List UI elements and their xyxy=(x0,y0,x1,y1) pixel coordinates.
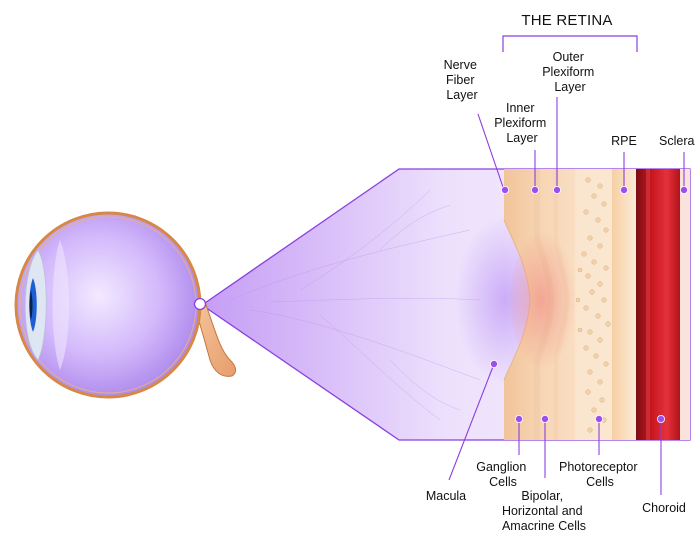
rpe-layer xyxy=(612,169,636,440)
photoreceptor-dot xyxy=(595,415,602,422)
magnifier-circle xyxy=(195,299,206,310)
choroid-dot xyxy=(657,415,664,422)
label-photoreceptor-cells: Photoreceptor Cells xyxy=(559,460,641,489)
ganglion-dot xyxy=(515,415,522,422)
label-sclera: Sclera xyxy=(659,134,694,148)
label-choroid: Choroid xyxy=(642,501,686,515)
inner-plexiform-dot xyxy=(531,186,538,193)
diagram-title: THE RETINA xyxy=(521,12,612,29)
nerve-fiber-dot xyxy=(501,186,508,193)
eyeball xyxy=(16,213,236,397)
label-nerve-fiber-layer: Nerve Fiber Layer xyxy=(444,58,481,102)
label-bipolar-cells: Bipolar, Horizontal and Amacrine Cells xyxy=(502,489,586,533)
label-rpe: RPE xyxy=(611,134,637,148)
outer-plexiform-dot xyxy=(553,186,560,193)
label-ganglion-cells: Ganglion Cells xyxy=(476,460,530,489)
label-macula: Macula xyxy=(426,489,466,503)
choroid-layer xyxy=(636,169,680,440)
sclera-layer xyxy=(680,169,690,440)
macula-dot xyxy=(490,360,497,367)
label-inner-plexiform-layer: Inner Plexiform Layer xyxy=(494,101,550,145)
label-outer-plexiform-layer: Outer Plexiform Layer xyxy=(542,50,598,94)
retina-tissue xyxy=(504,169,690,440)
rpe-dot xyxy=(620,186,627,193)
bipolar-dot xyxy=(541,415,548,422)
sclera-dot xyxy=(680,186,687,193)
